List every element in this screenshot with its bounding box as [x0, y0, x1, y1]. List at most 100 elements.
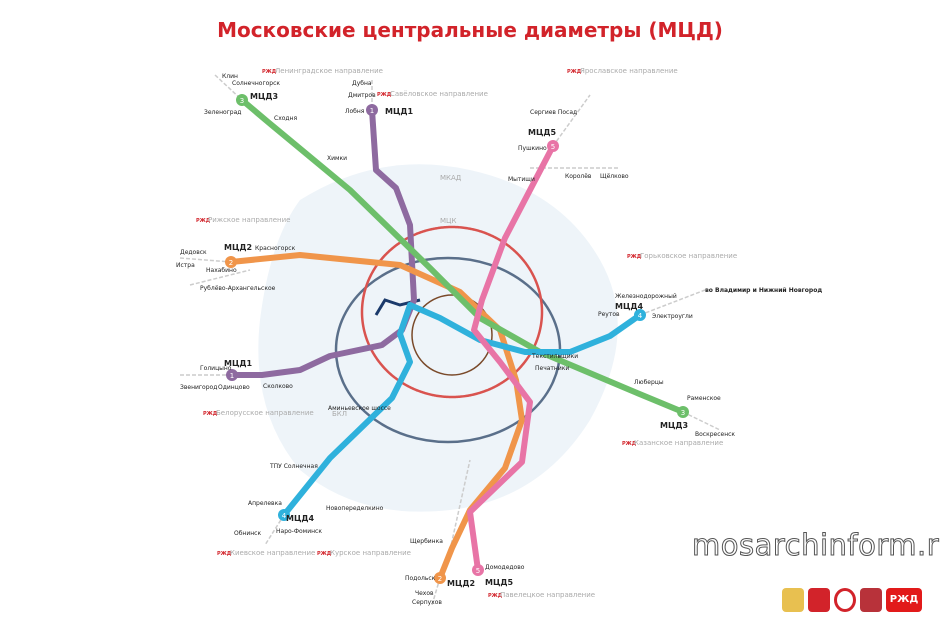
- svg-text:Аминьевское шоссе: Аминьевское шоссе: [328, 405, 391, 412]
- ministry-emblem-logo: [782, 588, 804, 612]
- svg-text:МЦД4: МЦД4: [615, 302, 644, 311]
- svg-text:3: 3: [240, 97, 244, 105]
- svg-text:Сходня: Сходня: [274, 115, 297, 122]
- svg-text:Печатники: Печатники: [535, 365, 569, 372]
- svg-text:Клин: Клин: [222, 73, 238, 80]
- watermark: mosarchinform.ru: [691, 528, 940, 563]
- svg-text:Дубна: Дубна: [352, 80, 372, 87]
- svg-text:Королёв: Королёв: [565, 173, 592, 180]
- svg-text:Текстильщики: Текстильщики: [531, 353, 578, 360]
- svg-text:Подольск: Подольск: [405, 575, 436, 582]
- svg-text:МЦД1: МЦД1: [224, 359, 253, 368]
- station-labels: Клин Солнечногорск Зеленоград Сходня Хим…: [176, 73, 735, 606]
- svg-text:Дедовск: Дедовск: [180, 249, 207, 256]
- svg-text:Рижское направление: Рижское направление: [208, 216, 290, 224]
- svg-text:Курское направление: Курское направление: [330, 549, 411, 557]
- terminus-markers: 1 1 2 2 3 3 4 4 5 5: [225, 94, 689, 584]
- svg-text:РЖД: РЖД: [196, 218, 211, 224]
- svg-text:МЦД5: МЦД5: [528, 128, 557, 137]
- moscow-emblem-logo: [808, 588, 830, 612]
- svg-text:4: 4: [282, 512, 287, 520]
- mcd3-line[interactable]: [240, 97, 685, 415]
- svg-text:Домодедово: Домодедово: [485, 564, 525, 571]
- svg-text:РЖД: РЖД: [203, 411, 218, 417]
- city-area: [258, 164, 618, 512]
- svg-text:Щёлково: Щёлково: [600, 173, 629, 180]
- svg-text:Казанское направление: Казанское направление: [634, 439, 723, 447]
- svg-text:1: 1: [370, 107, 374, 115]
- svg-text:МЦД1: МЦД1: [385, 107, 414, 116]
- mck-ring: [360, 225, 544, 399]
- svg-text:Воскресенск: Воскресенск: [695, 431, 735, 438]
- svg-text:ТПУ Солнечная: ТПУ Солнечная: [269, 463, 318, 470]
- svg-text:Голицыно: Голицыно: [200, 365, 232, 372]
- svg-text:Пушкино: Пушкино: [518, 145, 547, 152]
- svg-text:2: 2: [438, 575, 442, 583]
- svg-text:РЖД: РЖД: [622, 441, 637, 447]
- rzd-logo-text: РЖД: [889, 594, 919, 605]
- svg-text:Наро-Фоминск: Наро-Фоминск: [276, 528, 322, 535]
- svg-text:Химки: Химки: [327, 155, 347, 162]
- svg-text:Раменское: Раменское: [687, 395, 721, 402]
- svg-text:БКЛ: БКЛ: [332, 410, 347, 418]
- svg-text:Апрелевка: Апрелевка: [248, 500, 282, 507]
- svg-text:Одинцово: Одинцово: [218, 384, 250, 391]
- svg-text:Реутов: Реутов: [598, 311, 620, 318]
- svg-text:Щербинка: Щербинка: [410, 538, 443, 545]
- svg-text:Савёловское направление: Савёловское направление: [390, 90, 488, 98]
- svg-text:МКАД: МКАД: [440, 174, 462, 182]
- svg-text:РЖД: РЖД: [317, 551, 332, 557]
- svg-text:Нахабино: Нахабино: [206, 267, 237, 274]
- svg-text:Горьковское направление: Горьковское направление: [640, 252, 737, 260]
- svg-text:РЖД: РЖД: [567, 69, 582, 75]
- svg-text:МЦД2: МЦД2: [224, 243, 252, 252]
- svg-text:во Владимир и Нижний Новгород: во Владимир и Нижний Новгород: [705, 287, 822, 294]
- svg-text:Истра: Истра: [176, 262, 195, 269]
- svg-text:Киевское направление: Киевское направление: [230, 549, 315, 557]
- mcd-labels: МЦД3 МЦД1 МЦД5 МЦД2 МЦД1 МЦД4 МЦД3 МЦД4 …: [224, 92, 688, 588]
- svg-text:Дмитров: Дмитров: [348, 92, 376, 99]
- svg-text:5: 5: [476, 567, 480, 575]
- svg-text:Обнинск: Обнинск: [234, 530, 261, 537]
- svg-text:Ярославское направление: Ярославское направление: [580, 67, 678, 75]
- svg-text:Люберцы: Люберцы: [634, 379, 664, 386]
- svg-text:4: 4: [638, 312, 643, 320]
- svg-text:Звенигород: Звенигород: [180, 384, 217, 391]
- svg-text:Электроугли: Электроугли: [652, 313, 693, 320]
- svg-text:Лобня: Лобня: [345, 108, 365, 115]
- koltsevaya-ring: [411, 294, 493, 376]
- svg-text:Красногорск: Красногорск: [255, 245, 296, 252]
- svg-text:Сергиев Посад: Сергиев Посад: [530, 109, 577, 116]
- svg-text:Сколково: Сколково: [263, 383, 293, 390]
- svg-text:РЖД: РЖД: [488, 593, 503, 599]
- svg-text:Серпухов: Серпухов: [412, 599, 442, 606]
- svg-text:Железнодорожный: Железнодорожный: [615, 293, 677, 300]
- svg-text:РЖД: РЖД: [217, 551, 232, 557]
- ring-labels: МЦК БКЛ МКАД: [332, 174, 462, 418]
- svg-text:1: 1: [230, 372, 234, 380]
- svg-text:3: 3: [681, 409, 685, 417]
- svg-text:5: 5: [551, 143, 555, 151]
- svg-text:МЦД2: МЦД2: [447, 579, 475, 588]
- svg-text:Солнечногорск: Солнечногорск: [232, 80, 280, 87]
- svg-text:МЦК: МЦК: [440, 217, 456, 225]
- svg-text:МЦД4: МЦД4: [286, 514, 315, 523]
- svg-text:Зеленоград: Зеленоград: [204, 109, 241, 116]
- svg-text:Ленинградское направление: Ленинградское направление: [275, 67, 383, 75]
- moscow-region-emblem-logo: [860, 588, 882, 612]
- page-title: Московские центральные диаметры (МЦД): [217, 18, 723, 42]
- moscow-transport-logo: [834, 588, 856, 612]
- svg-text:РЖД: РЖД: [627, 254, 642, 260]
- svg-text:Павелецкое направление: Павелецкое направление: [500, 591, 595, 599]
- mcd5-line[interactable]: [467, 144, 556, 571]
- svg-text:МЦД5: МЦД5: [485, 578, 514, 587]
- svg-text:МЦД3: МЦД3: [250, 92, 278, 101]
- svg-text:РЖД: РЖД: [262, 69, 277, 75]
- svg-text:Белорусское направление: Белорусское направление: [216, 409, 314, 417]
- svg-text:Чехов: Чехов: [415, 590, 434, 597]
- svg-text:МЦД3: МЦД3: [660, 421, 688, 430]
- svg-text:Новопеределкино: Новопеределкино: [326, 505, 384, 512]
- mcd4-line[interactable]: [281, 302, 642, 517]
